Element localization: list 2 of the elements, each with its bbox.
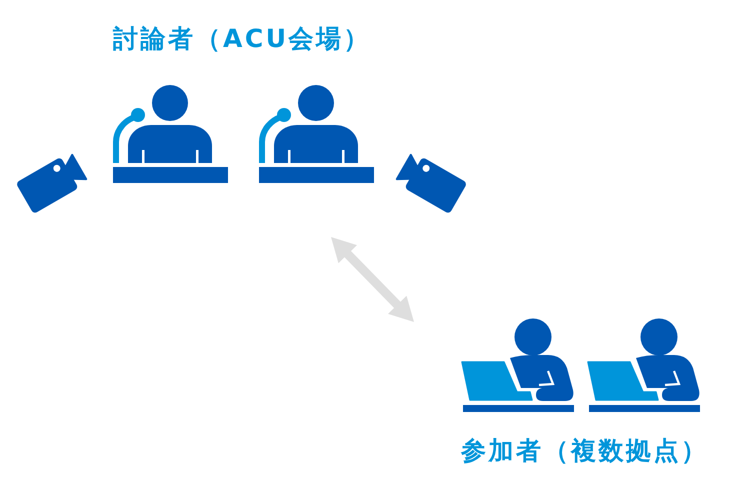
heading: 討論者（ACU会場） [113,24,371,54]
heading: 参加者（複数拠点） [461,436,708,466]
